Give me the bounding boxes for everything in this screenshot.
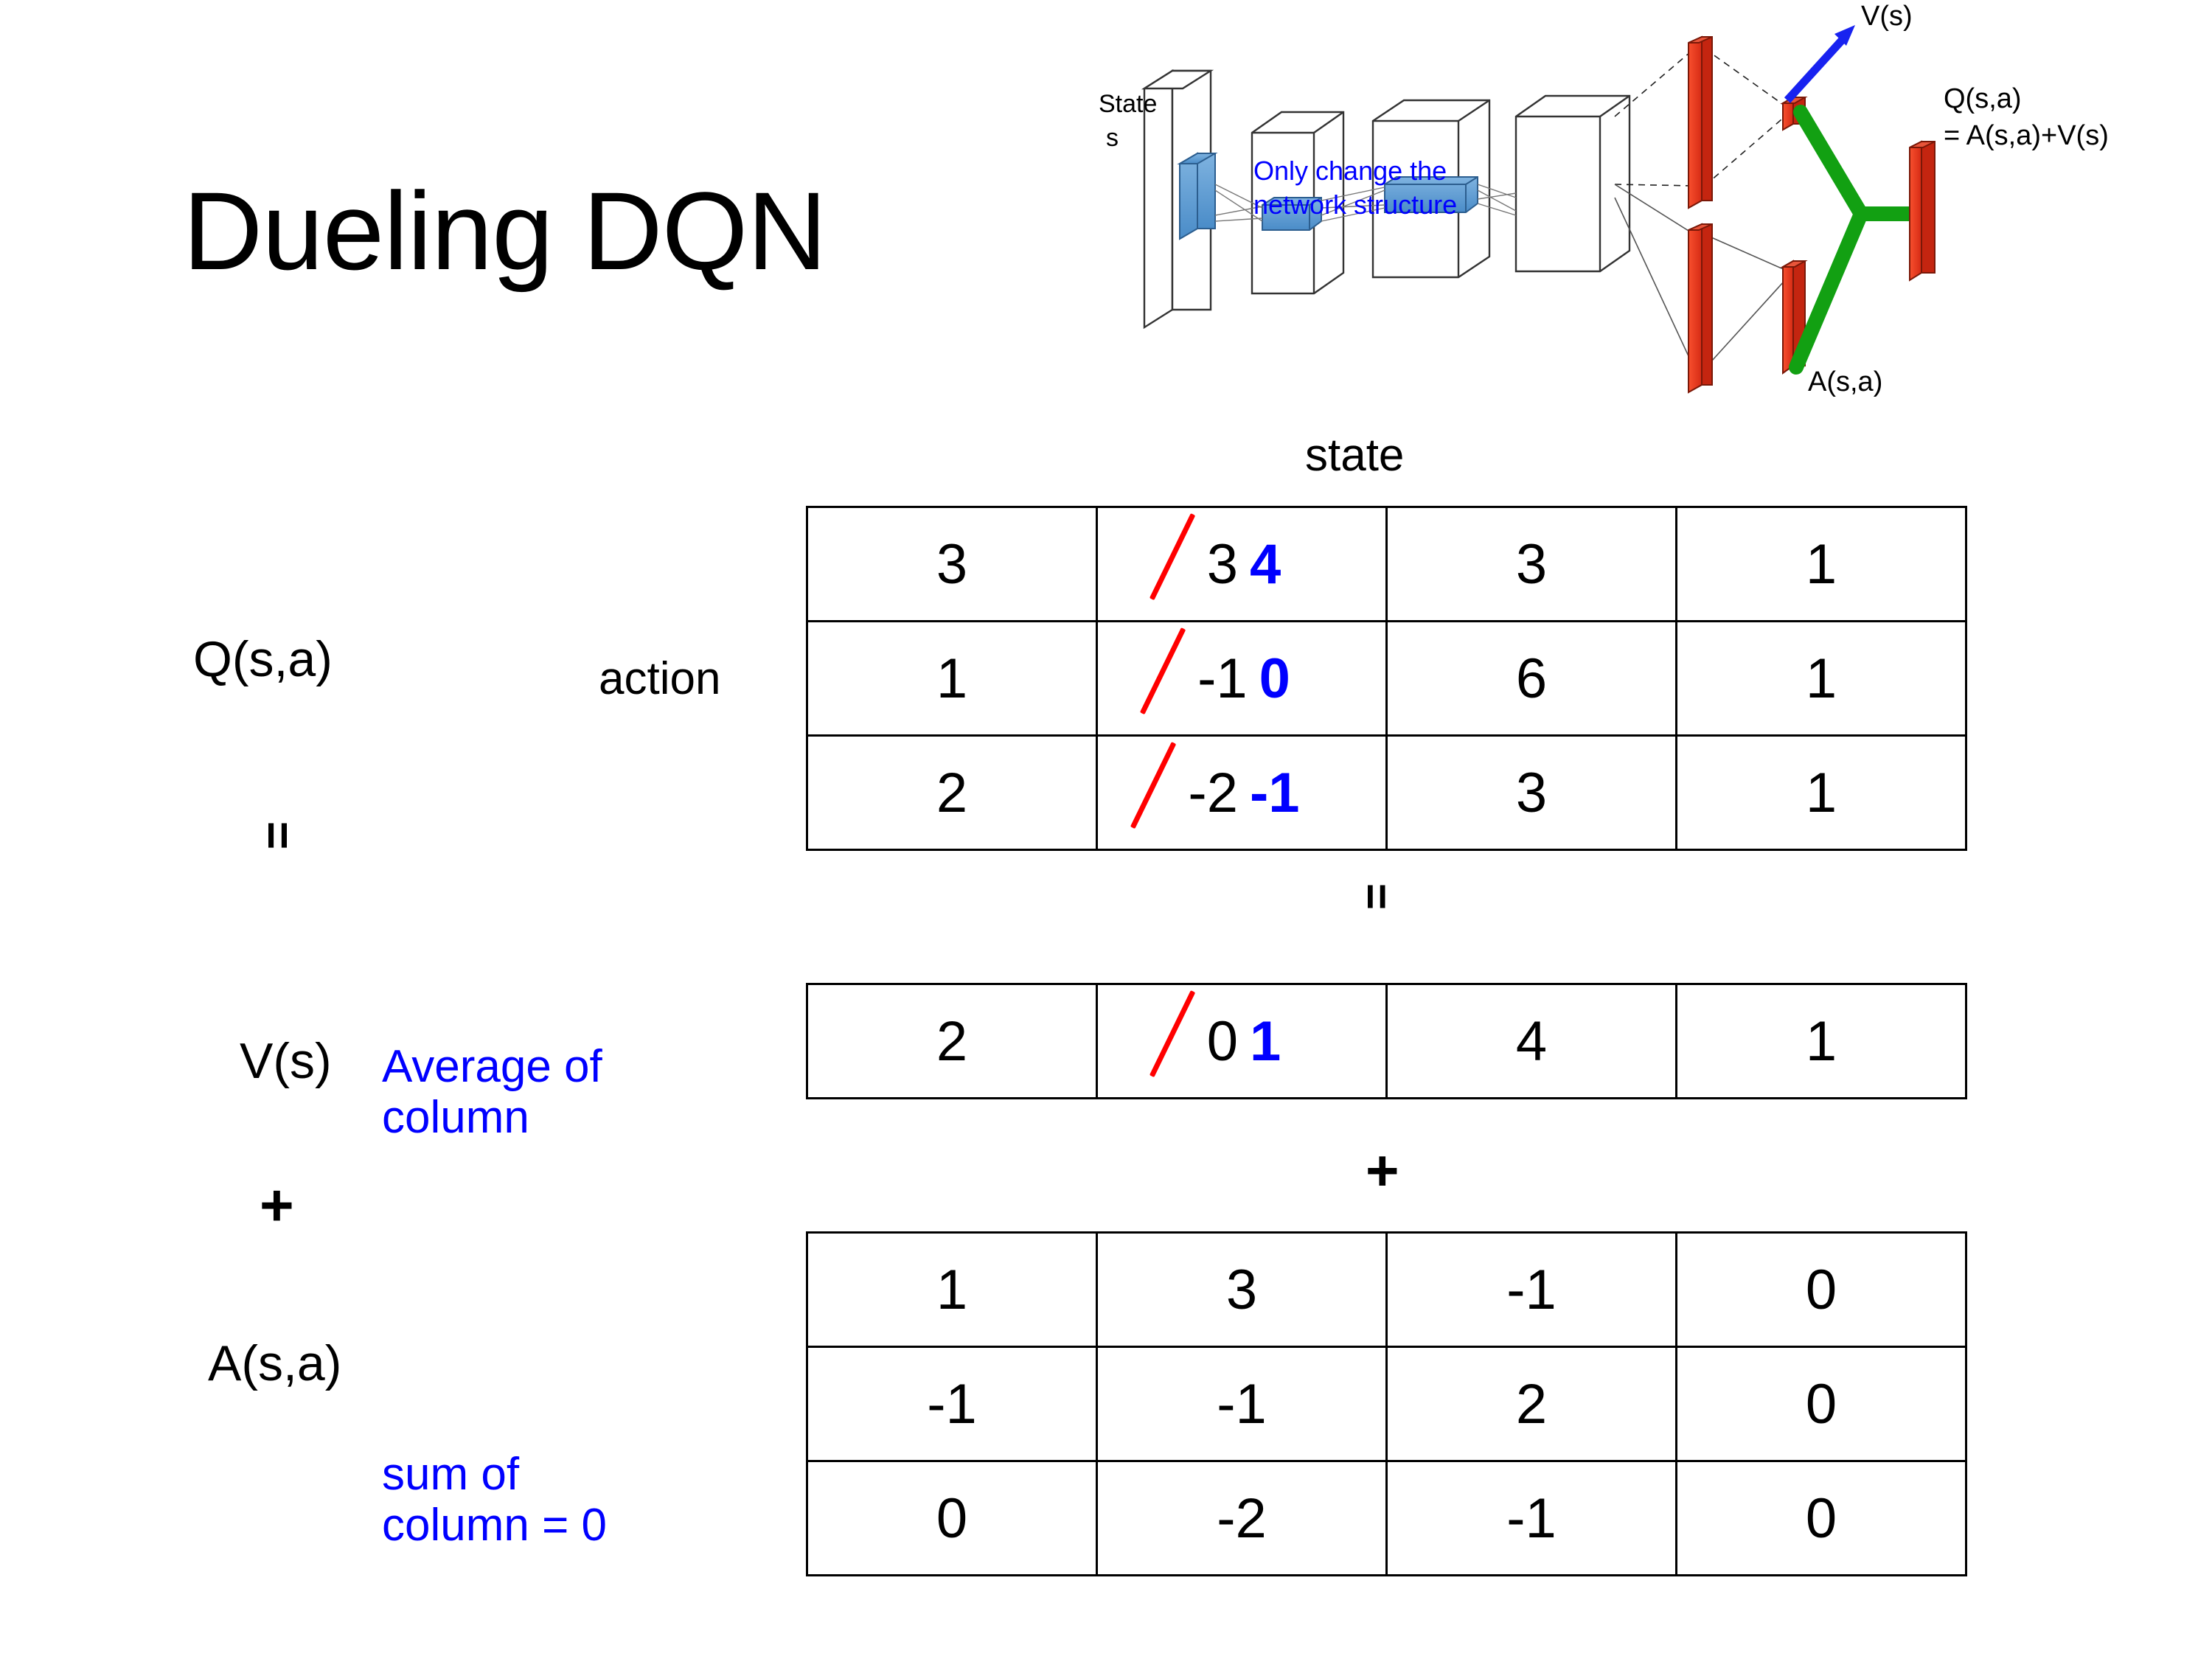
q-function-label: Q(s,a) <box>193 631 333 687</box>
equals-operator-between-tables: = <box>1351 883 1402 911</box>
table-cell[interactable]: 0 <box>1675 1231 1967 1348</box>
corrected-value: 0 <box>1259 647 1290 710</box>
sum-of-column-note: sum of column = 0 <box>382 1449 607 1551</box>
plus-operator-left: + <box>260 1172 294 1238</box>
table-cell[interactable]: 3 <box>806 506 1098 622</box>
corrected-value: 4 <box>1250 532 1281 596</box>
table-cell[interactable]: -2-1 <box>1096 734 1388 851</box>
network-note-line2: network structure <box>1253 189 1457 220</box>
table-cell[interactable]: 0 <box>1675 1346 1967 1462</box>
table-cell[interactable]: 1 <box>1675 620 1967 737</box>
plus-operator-between-tables: + <box>1366 1138 1399 1203</box>
equals-operator-left: = <box>251 821 306 850</box>
average-of-column-note: Average of column <box>382 1041 602 1144</box>
table-cell[interactable]: 1 <box>1675 506 1967 622</box>
average-of-column-line1: Average of <box>382 1041 602 1092</box>
table-cell[interactable]: 3 <box>1096 1231 1388 1348</box>
table-cell[interactable]: 1 <box>806 1231 1098 1348</box>
table-cell[interactable]: -1 <box>1385 1231 1677 1348</box>
struck-old-value: -1 <box>1193 647 1252 711</box>
table-cell[interactable]: 0 <box>1675 1460 1967 1576</box>
average-of-column-line2: column <box>382 1092 529 1144</box>
table-cell[interactable]: 2 <box>806 734 1098 851</box>
value-stream-label: V(s) <box>1861 1 1913 32</box>
struck-old-value: 3 <box>1203 532 1242 597</box>
table-cell[interactable]: 2 <box>806 983 1098 1099</box>
table-cell[interactable]: -1 <box>1385 1460 1677 1576</box>
sum-of-column-line1: sum of <box>382 1449 520 1500</box>
advantage-stream-label: A(s,a) <box>1808 366 1882 397</box>
table-cell[interactable]: -1 <box>806 1346 1098 1462</box>
sum-of-column-line2: column = 0 <box>382 1500 608 1551</box>
table-cell[interactable]: 2 <box>1385 1346 1677 1462</box>
struck-old-value: -2 <box>1183 761 1242 825</box>
q-output-label-line1: Q(s,a) <box>1944 83 2022 114</box>
corrected-value: -1 <box>1250 761 1300 824</box>
state-input-label-line2: s <box>1106 124 1119 152</box>
table-cell[interactable]: 4 <box>1385 983 1677 1099</box>
table-cell[interactable]: -1 <box>1096 1346 1388 1462</box>
table-cell[interactable]: 3 <box>1385 506 1677 622</box>
a-function-label: A(s,a) <box>208 1335 342 1391</box>
v-function-label: V(s) <box>240 1033 332 1089</box>
table-cell[interactable]: 1 <box>806 620 1098 737</box>
table-cell[interactable]: 1 <box>1675 983 1967 1099</box>
q-output-label-line2: = A(s,a)+V(s) <box>1944 120 2109 151</box>
network-note-line1: Only change the <box>1253 156 1447 186</box>
struck-old-value: 0 <box>1203 1009 1242 1074</box>
action-axis-header: action <box>599 653 721 704</box>
dueling-network-diagram: State s Only change the network structur… <box>1099 0 2212 413</box>
table-cell[interactable]: 1 <box>1675 734 1967 851</box>
table-cell[interactable]: 6 <box>1385 620 1677 737</box>
page-title: Dueling DQN <box>183 169 827 293</box>
table-cell[interactable]: 0 <box>806 1460 1098 1576</box>
corrected-value: 1 <box>1250 1009 1281 1073</box>
table-cell[interactable]: 3 <box>1385 734 1677 851</box>
table-cell[interactable]: -2 <box>1096 1460 1388 1576</box>
state-axis-header: state <box>1305 430 1405 481</box>
state-input-label-line1: State <box>1099 90 1157 118</box>
